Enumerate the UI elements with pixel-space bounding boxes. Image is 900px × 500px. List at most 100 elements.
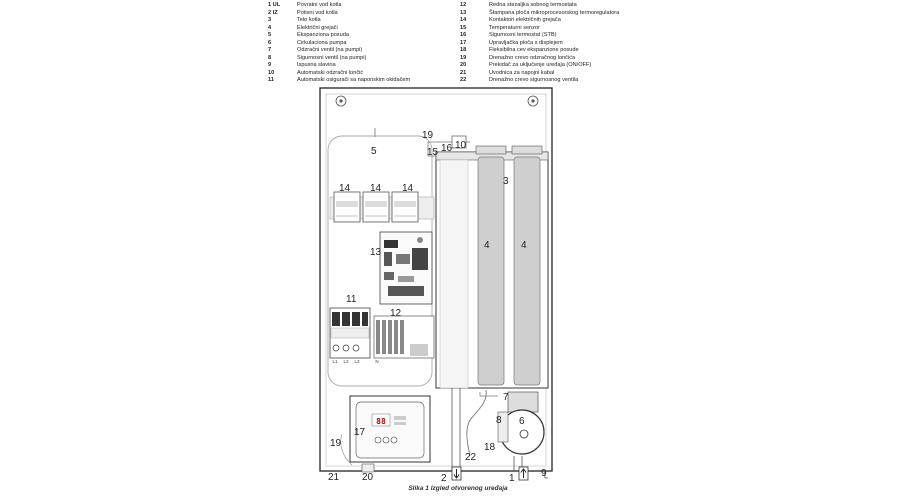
legend-number: 12	[460, 2, 467, 8]
legend-label: Potisni vod kotla	[297, 9, 338, 16]
legend-label: Drenažno crevo odzračnog lončića	[489, 54, 576, 61]
legend-label: Povratni vod kotla	[297, 2, 342, 8]
legend-label: Električni grejači	[297, 24, 338, 31]
legend-item: 20 Prekidač za uključenje uređaja (ON/OFF…	[460, 62, 650, 70]
panel-button-mid[interactable]	[382, 436, 390, 444]
legend-item: 22 Drenažno crevo sigurnosnog ventila	[460, 77, 650, 85]
callout-2: 2	[441, 473, 447, 484]
legend-number: 10	[268, 69, 275, 76]
figure-caption: Slika 1 Izgled otvorenog uređaja	[408, 485, 508, 492]
callout-14-2: 14	[370, 183, 382, 194]
callout-19-top: 19	[422, 130, 434, 141]
panel-button-right[interactable]	[390, 436, 398, 444]
contactor-3	[391, 191, 419, 223]
terminal-block	[373, 315, 435, 359]
legend-number: 17	[460, 39, 467, 46]
legend-label: Štampana ploča mikroprocesorskog termore…	[489, 9, 620, 16]
callout-16: 16	[441, 143, 453, 154]
legend-number: 15	[460, 24, 467, 31]
legend-label: Ekspanziona posuda	[297, 32, 349, 39]
breaker-label-l1: L1	[332, 359, 338, 364]
callout-21: 21	[328, 472, 340, 483]
electric-heater-1	[477, 156, 505, 386]
mounting-hole-left	[335, 95, 347, 107]
callout-19-bottom: 19	[330, 438, 342, 449]
electric-heater-2	[513, 156, 541, 386]
legend-label: Automatski osigurači sa naponskim okidač…	[297, 77, 411, 84]
callout-15: 15	[427, 147, 439, 158]
legend-item: 12 Redna stezaljka sobnog termostata	[460, 2, 650, 10]
callout-5: 5	[371, 146, 377, 157]
legend-label: Kontaktori električnih grejača	[489, 17, 561, 24]
callout-13: 13	[370, 247, 382, 258]
legend-number: 7	[268, 47, 272, 54]
legend-item: 15 Temperaturni senzor	[460, 25, 650, 33]
contactor-2	[362, 191, 390, 223]
legend-item: 11 Automatski osigurači sa naponskim okid…	[268, 77, 453, 85]
legend-label: Uvodnica za napojni kabal	[489, 69, 555, 76]
legend-number: 22	[460, 77, 467, 84]
callout-4-right: 4	[521, 240, 527, 251]
display-reading: 88	[376, 417, 386, 426]
legend-label: Prekidač za uključenje uređaja (ON/OFF)	[489, 62, 592, 69]
legend-number: 8	[268, 54, 272, 61]
legend-number: 5	[268, 32, 272, 39]
breaker-label-n: N	[375, 359, 378, 364]
breaker-label-l2: L2	[343, 359, 349, 364]
legend-item: 10 Automatski odzračni lončić	[268, 70, 453, 78]
legend-number: 1 UL	[268, 2, 281, 8]
control-pcb	[379, 231, 433, 305]
legend-item: 5 Ekspanziona posuda	[268, 32, 453, 40]
legend-left: 1 UL Povratni vod kotla 2 IZ Potisni vod ko…	[268, 2, 453, 85]
callout-10: 10	[455, 140, 467, 151]
legend-right: 12 Redna stezaljka sobnog termostata 13 Šta…	[460, 2, 650, 85]
legend-item: 19 Drenažno crevo odzračnog lončića	[460, 55, 650, 63]
legend-item: 4 Električni grejači	[268, 25, 453, 33]
control-panel	[349, 395, 431, 463]
contactor-1	[333, 191, 361, 223]
circulation-pump	[497, 391, 545, 455]
callout-18: 18	[484, 442, 496, 453]
legend-label: Cirkulaciona pumpa	[297, 39, 347, 46]
callout-3: 3	[503, 176, 509, 187]
callout-11: 11	[346, 294, 357, 305]
legend-number: 19	[460, 54, 467, 61]
callout-17: 17	[354, 427, 366, 438]
callout-7: 7	[503, 392, 509, 403]
legend-item: 7 Odzračni ventil (na pumpi)	[268, 47, 453, 55]
legend-number: 3	[268, 17, 272, 24]
callout-8: 8	[496, 415, 502, 426]
legend-number: 21	[460, 69, 467, 76]
callout-20: 20	[362, 472, 374, 483]
legend-label: Temperaturni senzor	[489, 24, 540, 31]
legend-label: Drenažno crevo sigurnosnog ventila	[489, 77, 579, 84]
callout-4-left: 4	[484, 240, 490, 251]
legend-number: 4	[268, 24, 272, 31]
legend-label: Redna stezaljka sobnog termostata	[489, 2, 577, 8]
legend-label: Fleksibilna cev ekspanzione posude	[489, 47, 579, 54]
legend-number: 2 IZ	[268, 9, 278, 16]
legend-number: 6	[268, 39, 272, 46]
legend-label: Odzračni ventil (na pumpi)	[297, 47, 363, 54]
legend-item: 1 UL Povratni vod kotla	[268, 2, 453, 10]
mounting-hole-right	[527, 95, 539, 107]
legend-number: 11	[268, 77, 274, 84]
legend-label: Automatski odzračni lončić	[297, 69, 364, 76]
inlet-arrow	[518, 466, 529, 481]
panel-button-left[interactable]	[374, 436, 382, 444]
legend-number: 13	[460, 9, 467, 16]
callout-14-3: 14	[402, 183, 414, 194]
legend-item: 17 Upravljačka ploča s displejem	[460, 40, 650, 48]
callout-1: 1	[509, 473, 515, 484]
legend-number: 14	[460, 17, 467, 24]
callout-22: 22	[465, 452, 477, 463]
legend-label: Upravljačka ploča s displejem	[489, 39, 563, 46]
legend-number: 20	[460, 62, 467, 69]
legend-label: Sigurnosni termostat (STB)	[489, 32, 557, 39]
outlet-arrow	[451, 466, 462, 481]
